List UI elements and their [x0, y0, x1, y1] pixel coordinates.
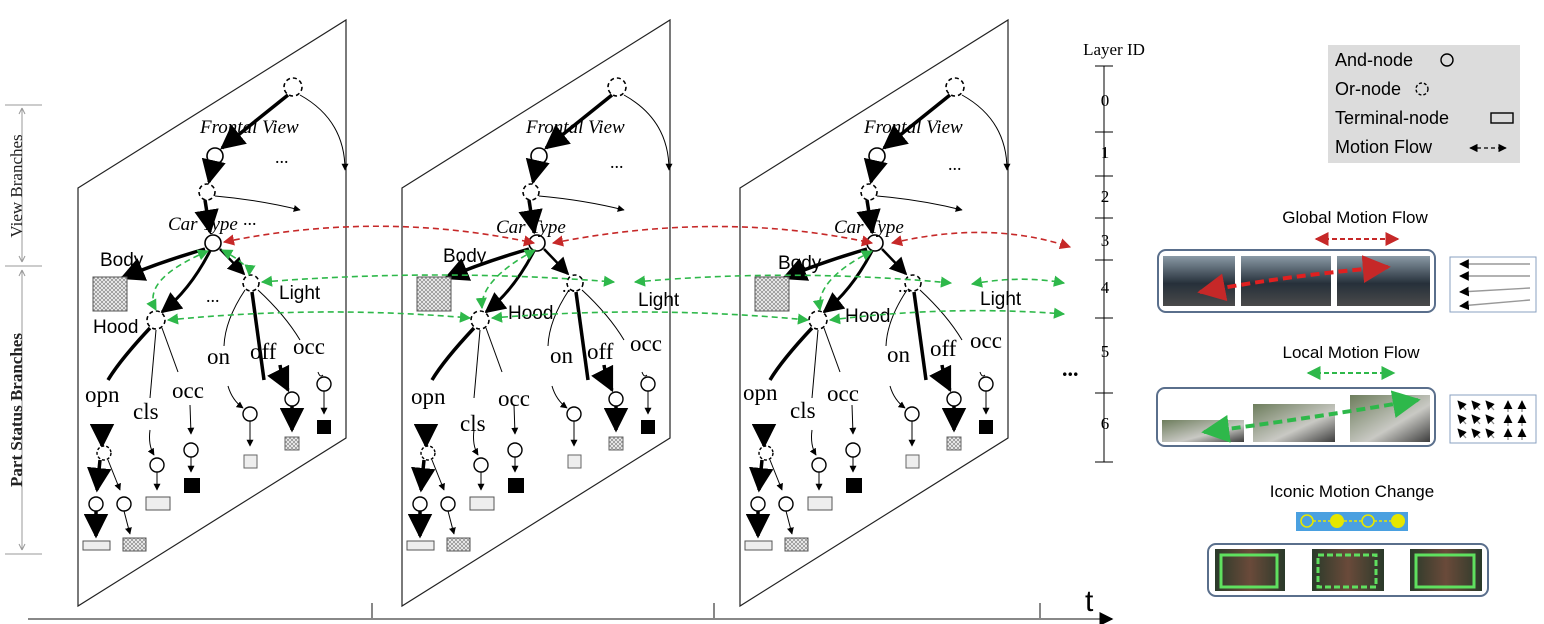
hood-label: Hood	[845, 306, 890, 327]
time-label: t	[1085, 585, 1094, 618]
opn-label: opn	[85, 382, 120, 407]
global-motion-panel: Global Motion Flow	[1157, 208, 1537, 313]
car-photo	[1241, 256, 1331, 306]
body-label: Body	[443, 246, 487, 267]
terminal-node-icon	[1490, 112, 1514, 124]
local-motion-title: Local Motion Flow	[1282, 343, 1420, 362]
off-label: off	[250, 339, 277, 364]
and-node-icon	[1440, 53, 1454, 67]
layer-id-axis: Layer ID 0 1 2 3 4 5 6	[1083, 40, 1145, 463]
global-motion-flow-arcs	[222, 225, 1072, 250]
iconic-motion-title: Iconic Motion Change	[1270, 482, 1434, 501]
frontal-view-label: Frontal View	[863, 117, 963, 138]
body-label: Body	[778, 253, 822, 274]
light-label: Light	[638, 290, 680, 311]
occ-label: occ	[172, 378, 204, 403]
cls-label: cls	[790, 398, 816, 423]
car-photo	[1163, 256, 1235, 306]
car-type-label: Car Type	[834, 217, 904, 238]
layer-id-0: 0	[1101, 91, 1110, 110]
dots-label: ...	[275, 147, 289, 167]
opn-label: opn	[411, 384, 446, 409]
legend-or-node: Or-node	[1335, 79, 1401, 99]
car-photo	[1350, 395, 1430, 442]
layer-id-3: 3	[1101, 231, 1110, 250]
dots-label: ...	[243, 209, 257, 229]
layer-id-1: 1	[1101, 143, 1110, 162]
layer-id-title: Layer ID	[1083, 40, 1145, 59]
frame-1-labels: Frontal View ... Car Type ... Body ... L…	[85, 117, 325, 424]
ellipsis-label: ...	[1062, 356, 1079, 381]
car-type-label: Car Type	[168, 214, 238, 235]
layer-id-4: 4	[1101, 278, 1110, 297]
on-label: on	[550, 343, 574, 368]
iconic-motion-panel: Iconic Motion Change	[1207, 482, 1489, 597]
hood-label: Hood	[508, 303, 553, 324]
dots-label: ...	[610, 152, 624, 172]
legend-terminal-node: Terminal-node	[1335, 108, 1449, 128]
car-photo	[1162, 420, 1244, 442]
cls-label: cls	[460, 411, 486, 436]
light-label: Light	[980, 289, 1022, 310]
car-type-label: Car Type	[496, 217, 566, 238]
on-label: on	[207, 344, 231, 369]
legend-and-node: And-node	[1335, 50, 1413, 70]
light-label: Light	[279, 283, 321, 304]
occ-label: occ	[827, 381, 859, 406]
body-label: Body	[100, 250, 144, 271]
opn-label: opn	[743, 380, 778, 405]
frontal-view-label: Frontal View	[199, 117, 299, 138]
layer-id-6: 6	[1101, 414, 1110, 433]
occ-label: occ	[630, 331, 662, 356]
car-photo	[1337, 256, 1430, 306]
layer-id-5: 5	[1101, 342, 1110, 361]
legend-motion-flow: Motion Flow	[1335, 137, 1433, 157]
dots-label: ...	[206, 286, 220, 306]
or-node-icon	[1415, 82, 1429, 96]
local-motion-flow-arcs	[146, 249, 1066, 325]
legend: And-node Or-node Terminal-node Motion Fl…	[1328, 45, 1520, 163]
side-bracket	[5, 104, 42, 555]
occ-label: occ	[498, 386, 530, 411]
dots-label: ...	[948, 154, 962, 174]
off-label: off	[587, 339, 614, 364]
local-motion-panel: Local Motion Flow	[1156, 343, 1537, 447]
view-branches-label: View Branches	[7, 134, 26, 237]
cls-label: cls	[133, 399, 159, 424]
frontal-view-label: Frontal View	[525, 117, 625, 138]
hood-label: Hood	[93, 317, 138, 338]
time-axis: t	[28, 585, 1114, 624]
layer-id-2: 2	[1101, 187, 1110, 206]
frame-1	[78, 20, 346, 606]
global-motion-title: Global Motion Flow	[1282, 208, 1428, 227]
on-label: on	[887, 342, 911, 367]
off-label: off	[930, 336, 957, 361]
occ-label: occ	[970, 328, 1002, 353]
occ-label: occ	[293, 334, 325, 359]
part-status-branches-label: Part Status Branches	[7, 333, 26, 487]
